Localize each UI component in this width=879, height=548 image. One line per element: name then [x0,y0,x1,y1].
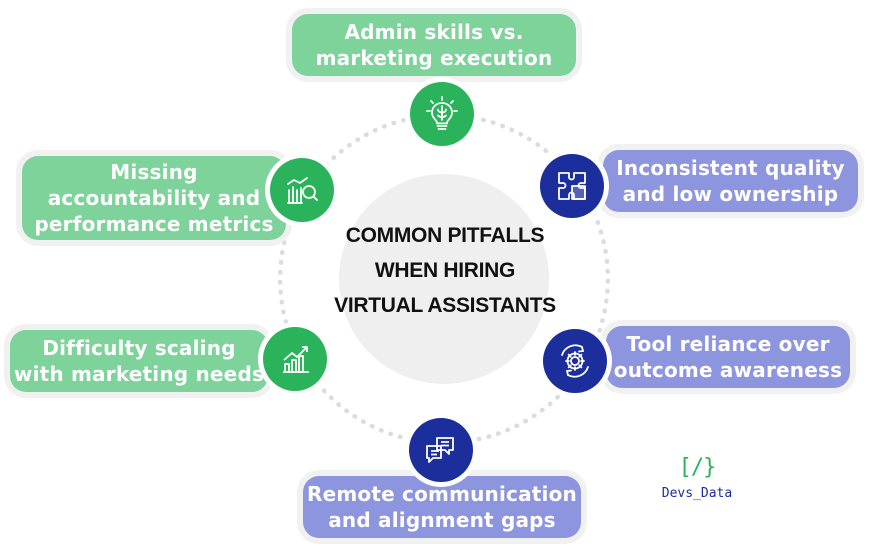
center-title-line: WHEN HIRING [374,259,516,282]
center-disc [339,174,549,384]
pitfall-text: Difficulty scaling [42,336,236,360]
growth-chart-icon [263,327,327,391]
pitfall-text: marketing execution [315,46,553,70]
center-title-line: COMMON PITFALLS [345,224,545,247]
pitfall-text: Remote communication [307,482,577,506]
pitfall-text: Missing [110,160,198,184]
pitfall-text: with marketing needs [13,362,265,386]
pitfall-text: accountability and [47,186,261,210]
lightbulb-brain-icon [410,82,474,146]
pitfall-text: Tool reliance over [626,332,830,356]
pitfall-card-difficulty-scaling: Difficulty scaling with marketing needs [10,330,268,392]
pitfall-card-remote-communication: Remote communication and alignment gaps [303,476,581,538]
pitfall-card-admin-skills: Admin skills vs. marketing execution [292,14,576,76]
pitfall-text: performance metrics [34,212,274,236]
pitfall-text: and low ownership [622,182,839,206]
chat-bubbles-icon [409,418,473,482]
pitfall-card-missing-accountability: Missing accountability and performance m… [22,156,286,240]
pitfall-card-inconsistent-quality: Inconsistent quality and low ownership [603,150,858,212]
pitfall-text: and alignment gaps [328,508,556,532]
center-title-line: VIRTUAL ASSISTANTS [334,294,556,317]
pitfall-card-tool-reliance: Tool reliance over outcome awareness [606,326,850,388]
devs-data-logo-mark: [/} [678,455,717,480]
pitfall-text: outcome awareness [613,358,843,382]
pitfall-text: Inconsistent quality [616,156,845,180]
gear-cycle-icon [543,329,607,393]
center-title: COMMON PITFALLS WHEN HIRING VIRTUAL ASSI… [300,218,590,323]
analytics-search-icon [270,158,334,222]
devs-data-logo-text: Devs_Data [661,486,733,501]
puzzle-icon [540,154,604,218]
pitfall-text: Admin skills vs. [344,20,524,44]
